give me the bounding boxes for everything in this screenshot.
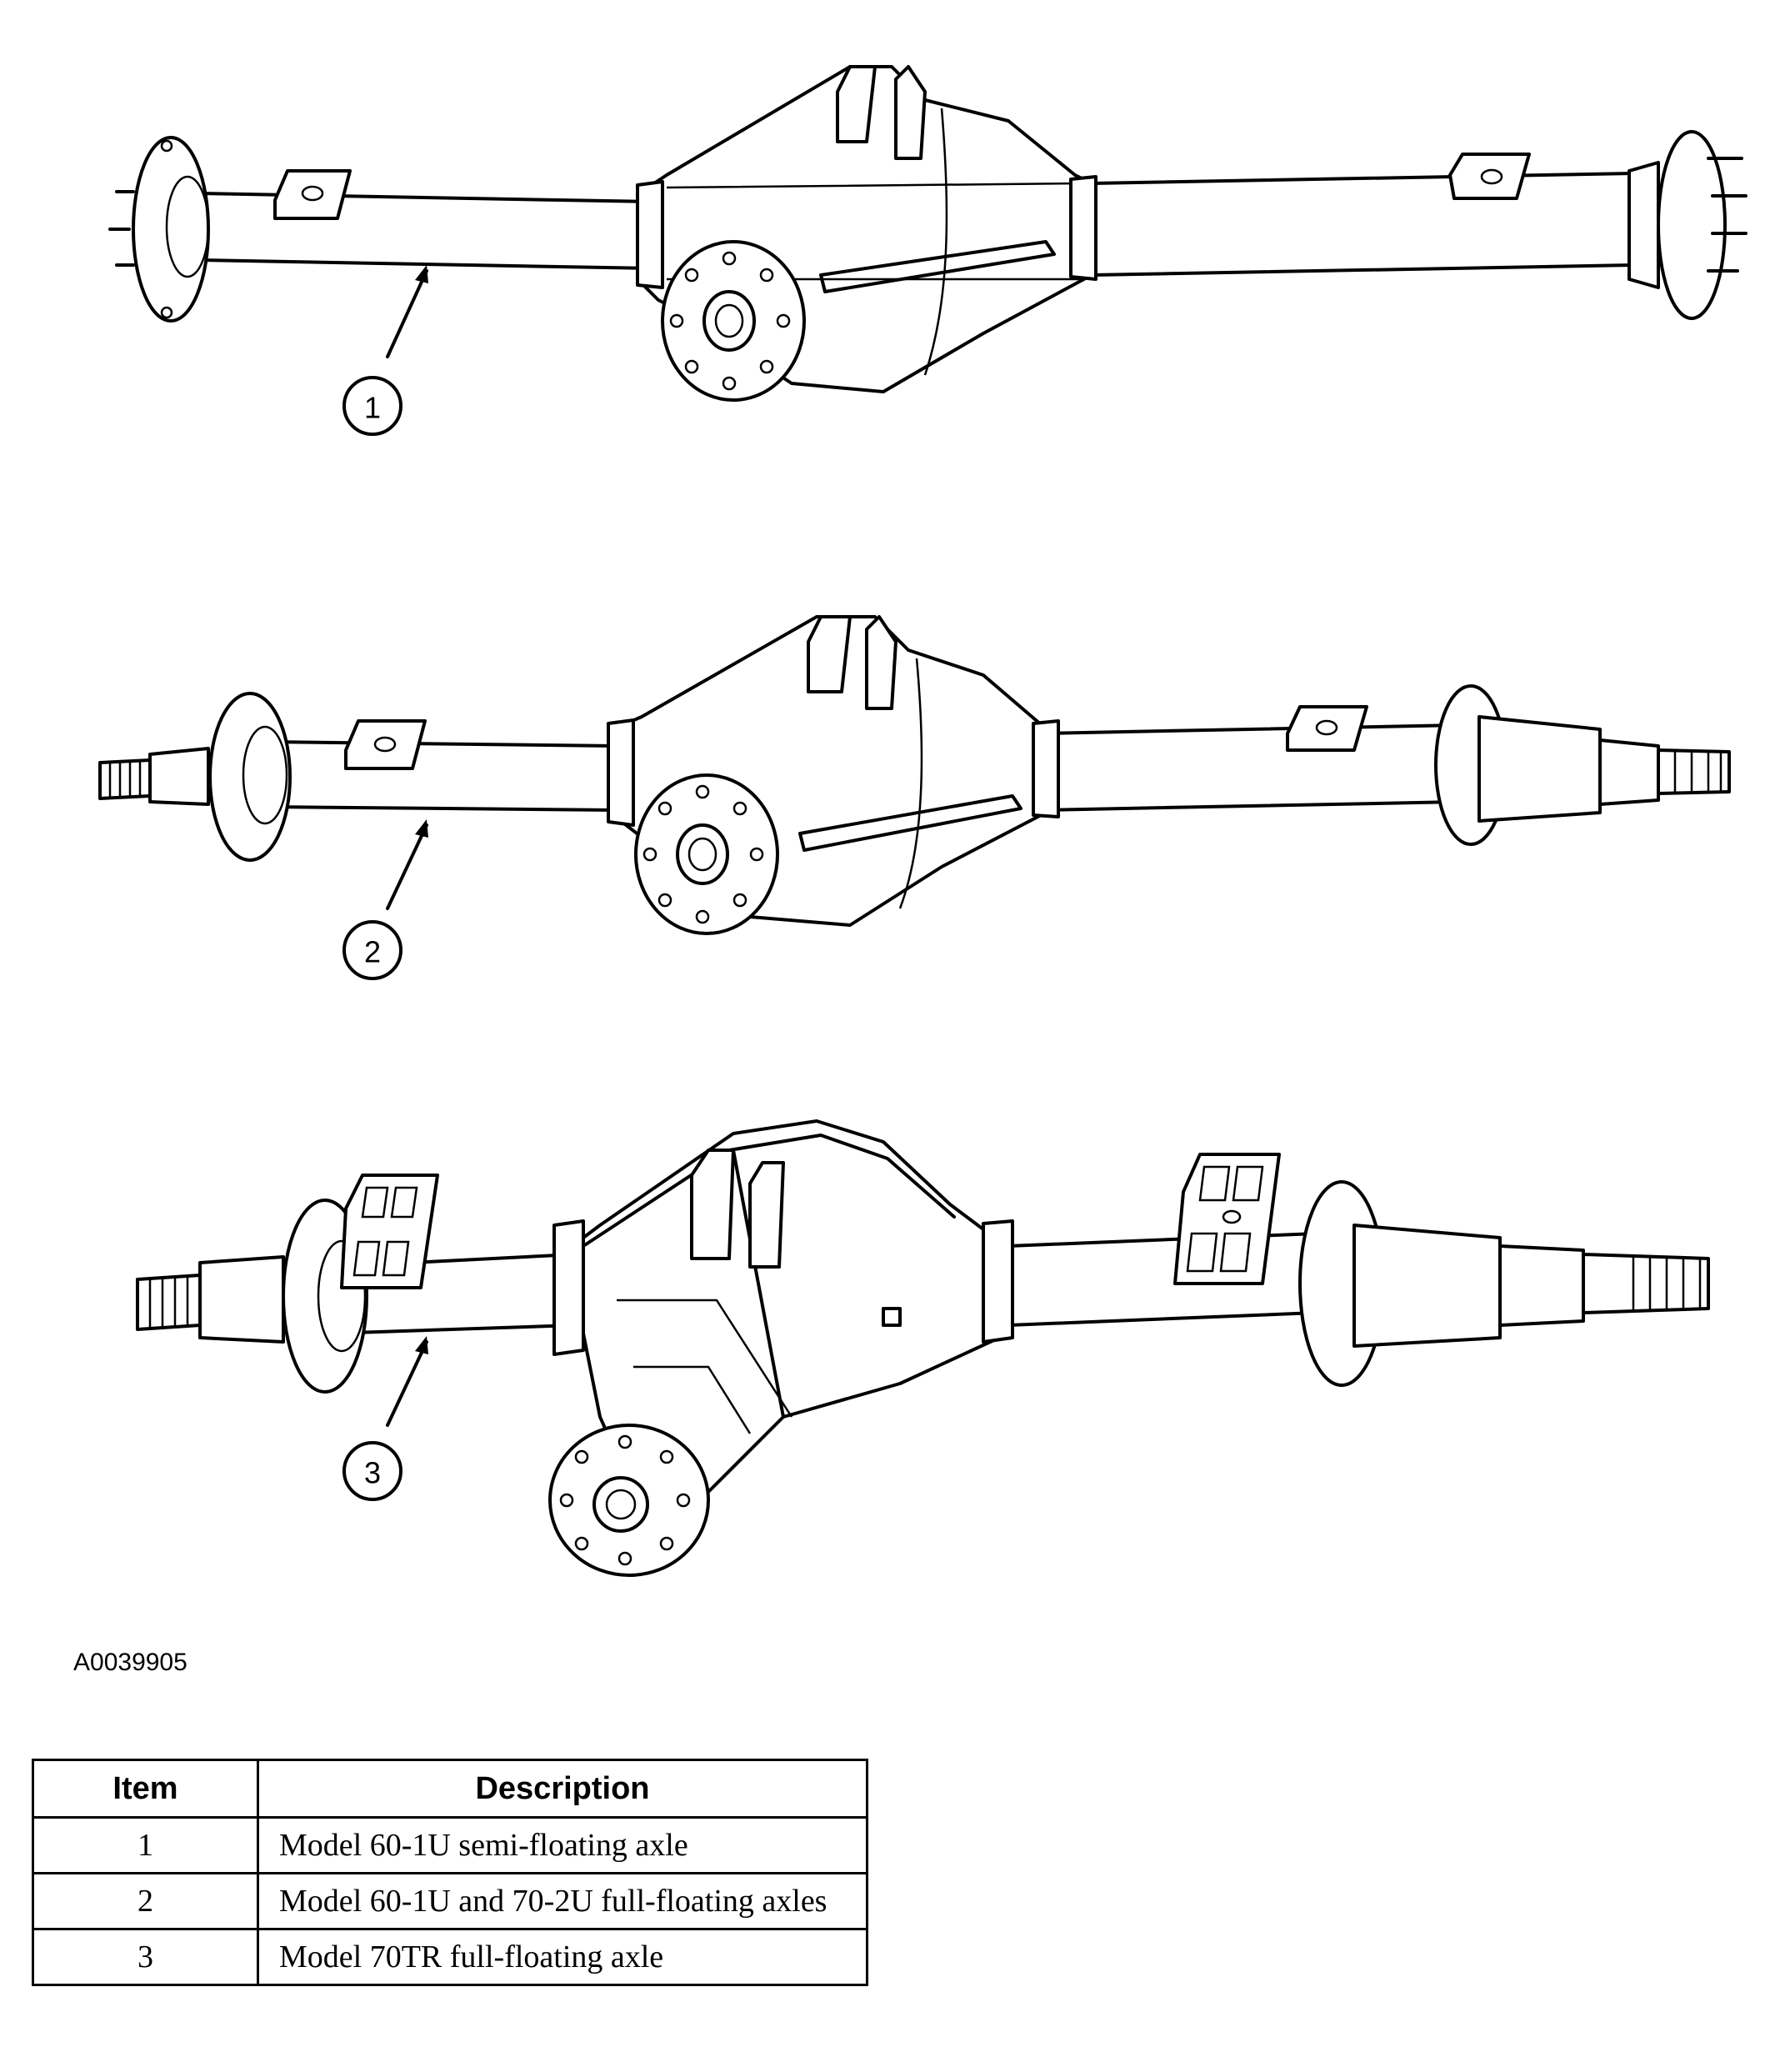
callout-3: 3 bbox=[342, 1441, 402, 1501]
axle-3-drawing bbox=[136, 1119, 1710, 1577]
table-row: 3 Model 70TR full-floating axle bbox=[32, 1928, 868, 1986]
axle-2-drawing bbox=[98, 615, 1731, 935]
callout-2: 2 bbox=[342, 920, 402, 980]
legend-header-description: Description bbox=[257, 1759, 868, 1819]
table-row: 2 Model 60-1U and 70-2U full-floating ax… bbox=[32, 1872, 868, 1930]
axle-illustration: 1 2 3 bbox=[98, 65, 1748, 1577]
legend-header-item: Item bbox=[32, 1759, 259, 1819]
svg-text:3: 3 bbox=[364, 1456, 381, 1490]
legend-item-number: 2 bbox=[32, 1872, 259, 1930]
legend-table: Item Description 1 Model 60-1U semi-floa… bbox=[32, 1759, 868, 1986]
axle-1-drawing bbox=[108, 65, 1748, 402]
callout-1: 1 bbox=[342, 376, 402, 436]
legend-item-number: 1 bbox=[32, 1816, 259, 1874]
legend-item-description: Model 60-1U and 70-2U full-floating axle… bbox=[257, 1872, 868, 1930]
legend-header-row: Item Description bbox=[32, 1759, 868, 1819]
legend-item-description: Model 70TR full-floating axle bbox=[257, 1928, 868, 1986]
svg-text:1: 1 bbox=[364, 391, 381, 425]
table-row: 1 Model 60-1U semi-floating axle bbox=[32, 1816, 868, 1874]
svg-text:2: 2 bbox=[364, 935, 381, 969]
legend-item-description: Model 60-1U semi-floating axle bbox=[257, 1816, 868, 1874]
legend-item-number: 3 bbox=[32, 1928, 259, 1986]
figure-reference-code: A0039905 bbox=[73, 1649, 188, 1676]
